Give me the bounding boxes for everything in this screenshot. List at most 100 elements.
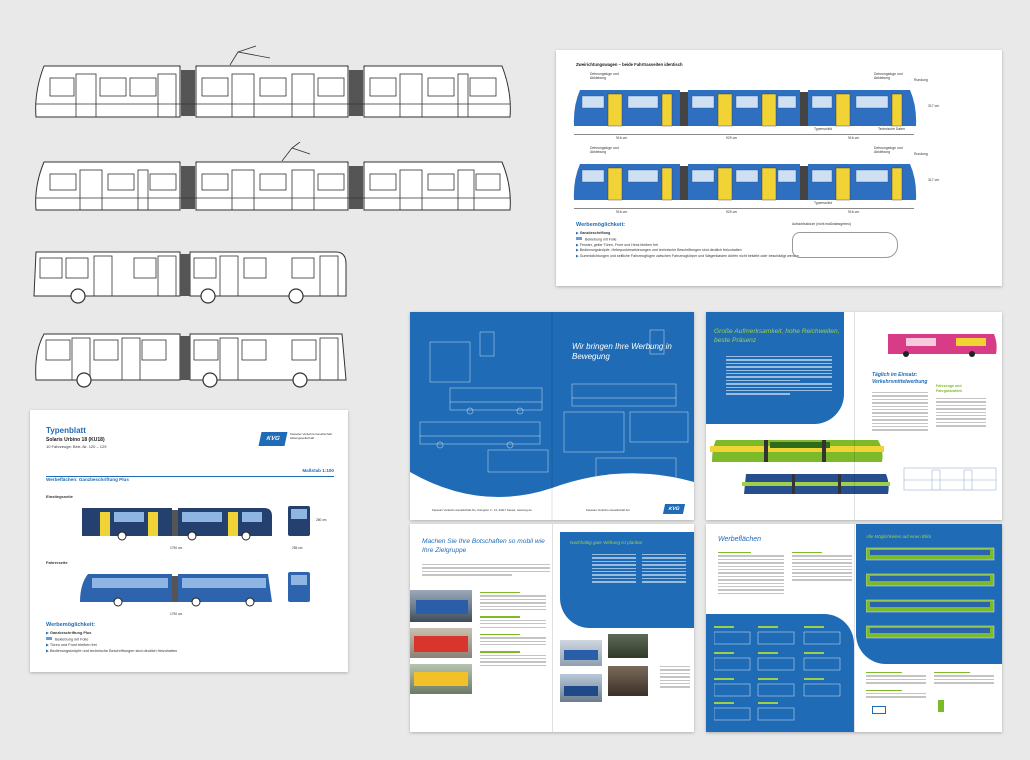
text-line <box>592 571 636 573</box>
text-line <box>872 398 928 401</box>
text-line <box>872 426 928 428</box>
text-line <box>872 392 928 394</box>
side-text <box>872 390 928 433</box>
text-line <box>792 575 852 578</box>
botschaften-col <box>480 590 546 668</box>
kvg-logo-cover: KVG <box>662 504 686 514</box>
typ-bullet-1: ▶ Türen und Front bleiben frei <box>46 643 97 648</box>
section-line: Werbeflächen: Ganzbeschriftung Plus Maßs… <box>46 468 334 482</box>
kvg-logo: KVG <box>258 432 288 446</box>
tram-blue-2 <box>572 162 918 204</box>
text-line <box>592 567 636 569</box>
text-line <box>718 575 784 578</box>
text-line <box>718 558 784 561</box>
green-heading <box>480 592 520 594</box>
bus-drawing-1 <box>30 240 350 306</box>
text-line <box>480 664 546 667</box>
werbeflaechen-spread: Werbeflächen Alle Möglichkeiten auf eine… <box>706 524 1002 732</box>
text-line <box>642 577 686 580</box>
bullet-1: ▶ Fenster, gelbe Türen, Front und Heck b… <box>576 242 659 247</box>
text-line <box>480 654 546 656</box>
text-line <box>718 569 784 571</box>
dim-a: 1790 cm <box>170 546 183 550</box>
photo-bus-1 <box>560 640 602 666</box>
text-line <box>866 675 926 677</box>
text-line <box>866 682 926 684</box>
text-line <box>872 422 928 424</box>
text-line <box>592 574 636 576</box>
moeglichkeiten-panel <box>856 524 1002 664</box>
sheet-title: Zweirichtungswagen – beide Fahrtrasseite… <box>576 62 683 67</box>
side-small-title: Fahrzeuge und Fahrgastzahlen <box>936 384 963 393</box>
moeglichkeiten-notes <box>866 670 926 700</box>
text-line <box>936 411 986 413</box>
tram-drawing-top <box>30 44 516 129</box>
text-line <box>718 555 784 557</box>
typen-label: Typenschild <box>814 127 832 131</box>
pink-bus-photo <box>886 332 998 358</box>
scale-label: Maßstab 1:100 <box>302 468 334 473</box>
rundung-label-1: Rundung <box>914 78 928 82</box>
company-name: Kasseler Verkehrs-Gesellschaft Aktienges… <box>290 432 332 440</box>
bullet-icon: ▶ <box>576 253 580 258</box>
text-line <box>660 669 690 671</box>
text-line <box>422 574 512 576</box>
text-line <box>936 418 986 420</box>
hoehe-label-1: 317 cm <box>928 104 940 108</box>
section-title: Werbeflächen: Ganzbeschriftung Plus <box>46 477 129 482</box>
text-line <box>726 383 832 385</box>
text-line <box>872 395 928 397</box>
outline-tram <box>902 464 998 494</box>
typen-werbe-list: ▶ Ganzbeschriftung Plus Beklebung mit Fo… <box>46 631 326 655</box>
dehnfuge-label-3: Dehnungsfuge und Abklebung <box>590 146 619 154</box>
text-line <box>642 574 686 576</box>
dim-2: 929 cm <box>726 136 738 140</box>
dim-2b: 929 cm <box>726 210 738 214</box>
reichweiten-panel <box>706 312 844 424</box>
swatch-icon <box>46 636 52 641</box>
text-line <box>660 676 690 678</box>
tram-drawing-middle <box>30 142 516 222</box>
typenblatt-sheet: Typenblatt Solaris Urbino 18 (KU18) 10 F… <box>30 410 348 672</box>
cover-footer: Kasseler Verkehrs-Gesellschaft AG, König… <box>432 508 532 512</box>
text-line <box>718 565 784 567</box>
reichweiten-spread: Große Aufmerksamkeit, hohe Reichweiten, … <box>706 312 1002 520</box>
werbe-list: ▶ Ganzbeschriftung Beklebung mit Folie ▶… <box>576 231 816 259</box>
werbeflaechen-text-2 <box>792 550 852 583</box>
text-line <box>936 404 986 407</box>
cover-spread: Wir bringen Ihre Werbung in Bewegung Kas… <box>410 312 694 520</box>
dim-3b: 916 cm <box>848 210 860 214</box>
green-heading <box>866 689 902 691</box>
gutter-line <box>854 312 855 520</box>
text-line <box>726 359 832 361</box>
text-line <box>660 686 690 688</box>
moeglichkeiten-notes-2 <box>934 670 994 686</box>
text-line <box>592 557 636 559</box>
typ-bullet-2: ▶ Bedienungsknöpfe und technische Beschr… <box>46 648 178 653</box>
text-line <box>592 560 636 563</box>
text-line <box>642 564 686 566</box>
einstieg-label: Einstiegsseite <box>46 494 73 499</box>
text-line <box>934 675 994 677</box>
text-line <box>936 421 986 424</box>
text-line <box>718 579 784 581</box>
text-line <box>718 586 784 588</box>
photo-bus-4 <box>608 666 648 696</box>
nachhaltig-text-2 <box>642 552 686 585</box>
bullet-icon: ▶ <box>46 648 50 653</box>
text-line <box>936 415 986 417</box>
reichweiten-title: Große Aufmerksamkeit, hohe Reichweiten, … <box>714 328 840 344</box>
cover-blueprints <box>410 312 694 520</box>
dim-line-2 <box>574 208 914 209</box>
text-line <box>934 682 994 684</box>
dehnfuge-label-4: Dehnungsfuge und Abklebung <box>874 146 903 154</box>
dim-b: 1790 cm <box>170 612 183 616</box>
bus-einstieg <box>78 504 274 542</box>
text-line <box>936 408 986 410</box>
green-heading <box>480 616 520 618</box>
bullet-icon: ▶ <box>46 643 50 648</box>
typenblatt-title: Typenblatt <box>46 426 86 435</box>
swatch-blue <box>872 706 886 714</box>
werbe-title: Werbemöglichkeit: <box>576 222 626 228</box>
text-line <box>866 692 926 695</box>
